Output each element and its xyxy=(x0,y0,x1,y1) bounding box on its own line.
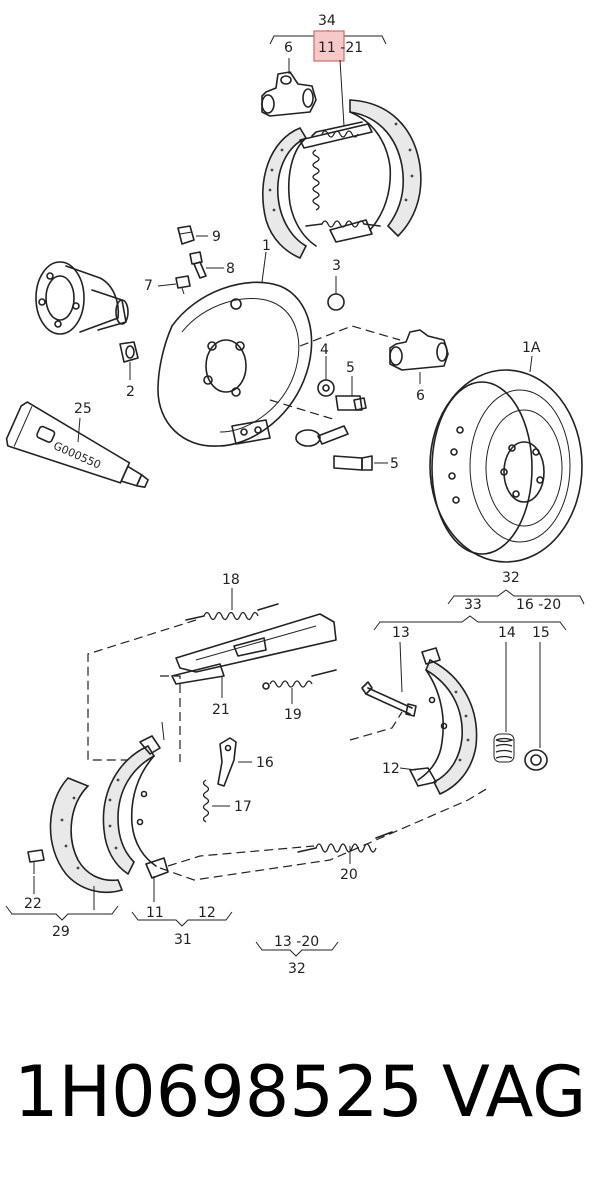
callout-31: 31 xyxy=(174,932,192,948)
leader-dashed-bottom xyxy=(159,787,489,881)
part-16-lever xyxy=(217,737,252,787)
callout-1A: 1A xyxy=(522,340,541,356)
callout-18: 18 xyxy=(222,572,240,588)
wheel-cylinder-right xyxy=(389,329,449,384)
callout-9: 9 xyxy=(212,229,221,245)
callout-4: 4 xyxy=(320,342,329,358)
callout-34: 34 xyxy=(318,13,336,29)
callout-14: 14 xyxy=(498,625,516,641)
callout-8: 8 xyxy=(226,261,235,277)
brake-shoes-top xyxy=(262,59,422,260)
backing-plate xyxy=(157,251,313,447)
tube-label: G000550 xyxy=(51,439,102,471)
part-3-plug xyxy=(327,276,345,311)
part-number: 1H0698525 xyxy=(14,1051,423,1133)
callout-13-20: 13 -20 xyxy=(274,934,319,950)
leader-dashed-left-frame xyxy=(87,619,197,761)
callout-2: 2 xyxy=(126,384,135,400)
highlight-box xyxy=(313,30,345,62)
callout-7: 7 xyxy=(144,278,153,294)
callout-6-right: 6 xyxy=(416,388,425,404)
part-13-pin xyxy=(361,641,417,717)
part-2-nut xyxy=(119,341,139,380)
callout-29: 29 xyxy=(52,924,70,940)
part-4-washer xyxy=(317,356,335,397)
part-14-spring xyxy=(493,642,515,763)
part-19-spring xyxy=(262,669,337,704)
callout-11-21: 11 -21 xyxy=(318,40,363,56)
brake-drum xyxy=(429,355,583,563)
callout-5-upper: 5 xyxy=(346,360,355,376)
leader-dashed-inner-frame xyxy=(160,675,181,762)
callout-21: 21 xyxy=(212,702,230,718)
callout-11: 11 xyxy=(146,905,164,921)
part-29-lining xyxy=(49,777,124,910)
callout-16-20: 16 -20 xyxy=(516,597,561,613)
leader-dashed-plate xyxy=(269,399,337,421)
wheel-hub xyxy=(35,261,129,335)
callout-25: 25 xyxy=(74,401,92,417)
callout-16: 16 xyxy=(256,755,274,771)
callout-32-bottom: 32 xyxy=(288,961,306,977)
callout-20: 20 xyxy=(340,867,358,883)
leader-25 xyxy=(77,417,81,443)
callout-12-right: 12 xyxy=(382,761,400,777)
leader-dashed-cylinder xyxy=(299,325,401,347)
group-brackets xyxy=(5,589,585,957)
callout-3: 3 xyxy=(332,258,341,274)
part-15-cap xyxy=(524,642,548,771)
callout-19: 19 xyxy=(284,707,302,723)
part-8-bolt xyxy=(189,251,224,279)
part-21-adjuster-bar xyxy=(171,613,337,698)
callout-1: 1 xyxy=(262,238,271,254)
callout-22: 22 xyxy=(24,896,42,912)
caption: 1H0698525 VAG xyxy=(14,1042,594,1142)
brand-name: VAG xyxy=(442,1051,587,1133)
part-5-bolt-upper xyxy=(335,376,367,411)
callout-5-lower: 5 xyxy=(390,456,399,472)
callout-15: 15 xyxy=(532,625,550,641)
leader-dashed-right xyxy=(349,711,403,741)
leader-dashed-mid xyxy=(167,845,315,867)
part-22-rivet xyxy=(27,849,45,894)
part-18-spring xyxy=(185,588,279,621)
part-12-right-shoe xyxy=(399,647,478,796)
callout-12-bottom: 12 xyxy=(198,905,216,921)
callout-6-top: 6 xyxy=(284,40,293,56)
part-7-screw xyxy=(157,275,191,295)
part-9-nut xyxy=(177,225,208,245)
callout-32-top: 32 xyxy=(502,570,520,586)
callout-17: 17 xyxy=(234,799,252,815)
part-5-assembly-lower xyxy=(295,425,388,471)
part-17-spring xyxy=(202,779,230,823)
wheel-cylinder-top xyxy=(261,58,317,117)
part-20-spring xyxy=(297,831,393,864)
callout-13-top: 13 xyxy=(392,625,410,641)
callout-33: 33 xyxy=(464,597,482,613)
part-11-left-shoe xyxy=(102,721,169,902)
